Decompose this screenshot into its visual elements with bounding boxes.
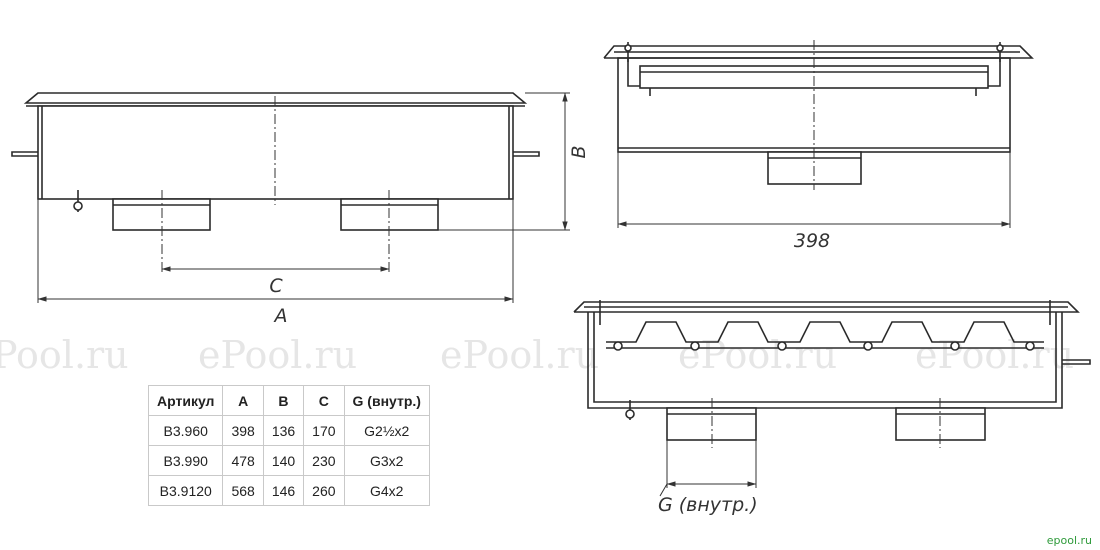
dim-label-398: 398 (794, 230, 830, 252)
brand-logo: epool.ru (1047, 534, 1092, 547)
table-cell: G3x2 (343, 445, 430, 476)
table-cell: B3.9120 (147, 475, 224, 506)
table-header-row: Артикул A B C G (внутр.) (147, 385, 430, 416)
front-view: C A B (11, 92, 590, 327)
dim-label-b: B (568, 145, 590, 158)
watermark-text: ePool.ru (198, 333, 357, 377)
table-cell: 146 (262, 475, 305, 506)
bolt-icon (599, 300, 1051, 420)
watermark-text: ePool.ru (915, 333, 1074, 377)
table-cell: G4x2 (343, 475, 430, 506)
table-cell: 398 (222, 415, 264, 446)
table-cell: 568 (222, 475, 264, 506)
table-header: A (222, 385, 264, 416)
ground-bolt-icon (73, 190, 83, 212)
watermark-text: Pool.ru (0, 333, 129, 377)
table-cell: 230 (303, 445, 345, 476)
dim-label-a: A (273, 305, 288, 327)
table-header: Артикул (147, 385, 224, 416)
table-cell: 140 (262, 445, 305, 476)
dim-label-g: G (внутр.) (658, 494, 758, 516)
table-header: C (303, 385, 345, 416)
clip-icon (624, 42, 1004, 96)
spec-table: Артикул A B C G (внутр.) B3.960 398 136 … (147, 385, 430, 506)
table-header: B (262, 385, 305, 416)
table-cell: B3.990 (147, 445, 224, 476)
table-header: G (внутр.) (343, 385, 430, 416)
table-cell: 478 (222, 445, 264, 476)
table-row: B3.960 398 136 170 G2½x2 (147, 415, 430, 446)
table-cell: 170 (303, 415, 345, 446)
table-cell: B3.960 (147, 415, 224, 446)
watermark-layer: Pool.ru ePool.ru ePool.ru ePool.ru ePool… (0, 333, 1074, 377)
dim-label-c: C (269, 275, 283, 297)
side-view: 398 (603, 40, 1034, 252)
watermark-text: ePool.ru (678, 333, 837, 377)
table-row: B3.9120 568 146 260 G4x2 (147, 475, 430, 506)
grate-profile (606, 321, 1044, 343)
table-cell: 136 (262, 415, 305, 446)
section-view: G (внутр.) (573, 300, 1091, 516)
watermark-text: ePool.ru (440, 333, 599, 377)
table-row: B3.990 478 140 230 G3x2 (147, 445, 430, 476)
table-cell: G2½x2 (343, 415, 430, 446)
table-cell: 260 (303, 475, 345, 506)
